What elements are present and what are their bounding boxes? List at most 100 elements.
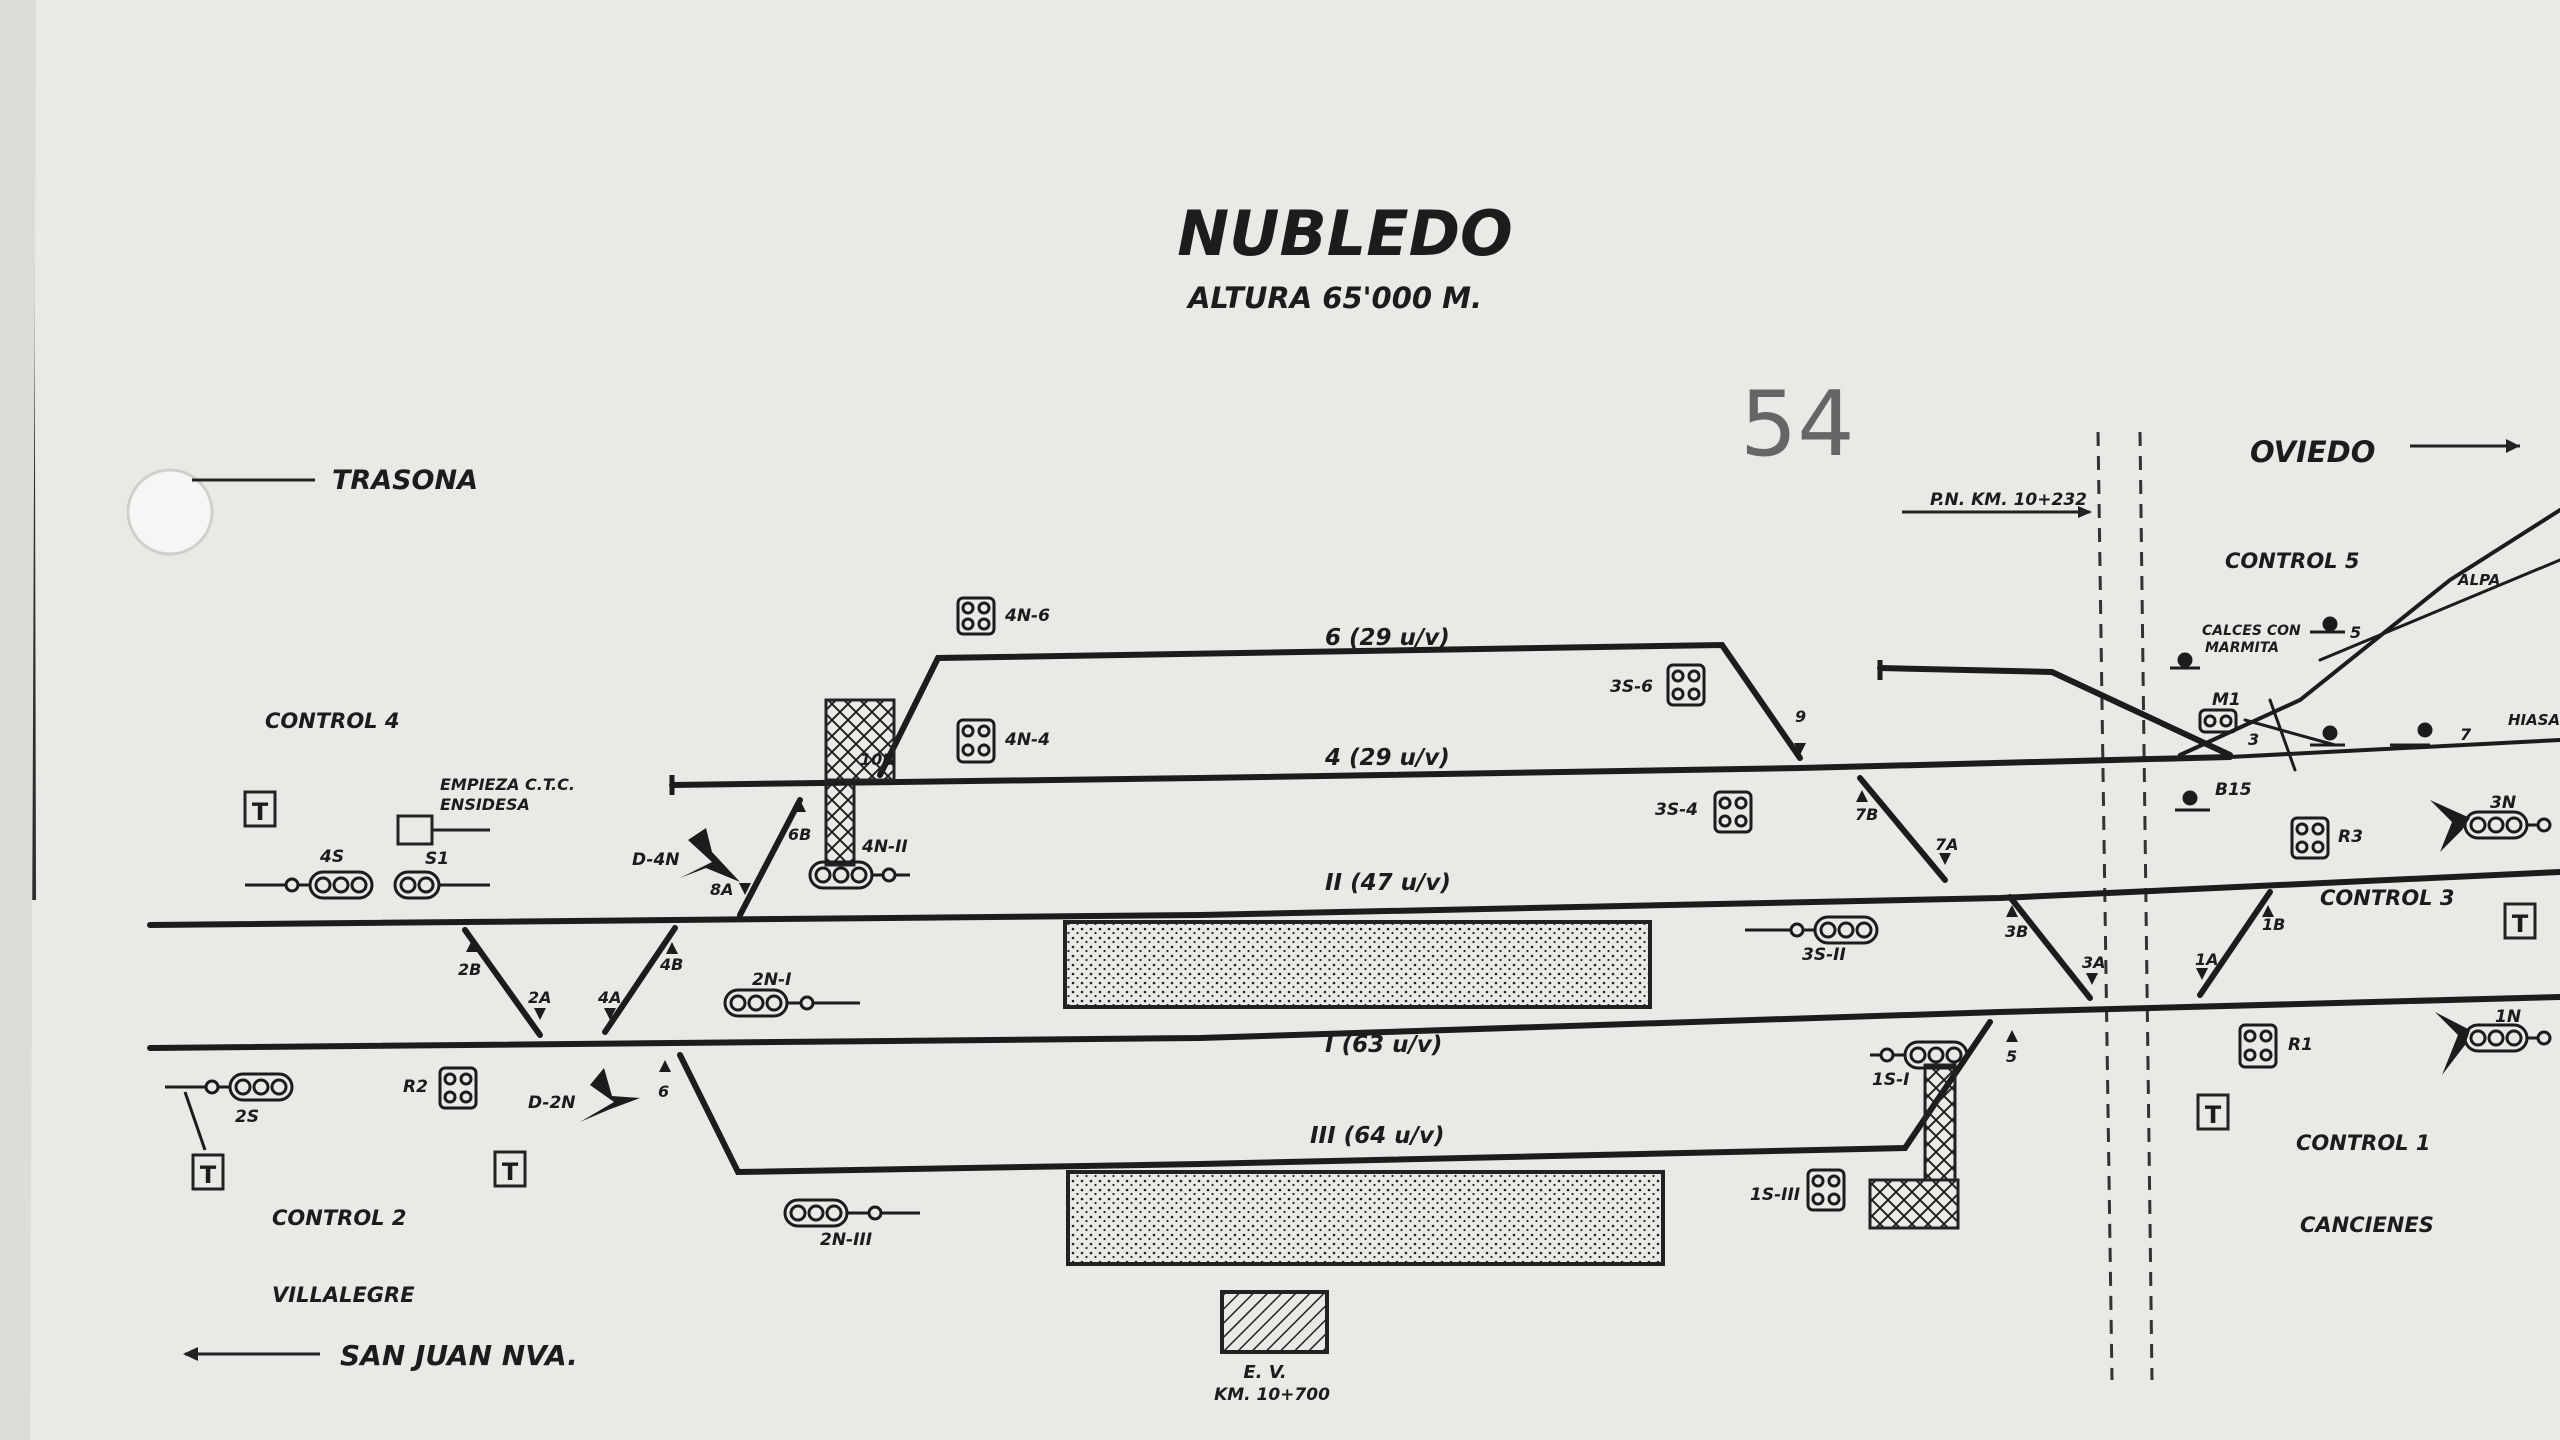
station-building [1220,1290,1329,1354]
place-oviedo: OVIEDO [2250,435,2375,469]
svg-text:9: 9 [1795,707,1806,726]
svg-text:1A: 1A [2195,950,2219,969]
svg-text:S1: S1 [425,849,449,869]
place-hiasa: HIASA [2508,711,2560,729]
svg-text:2B: 2B [458,960,481,979]
svg-text:4N-4: 4N-4 [1004,730,1050,750]
svg-text:B15: B15 [2215,780,2252,800]
svg-text:2N-III: 2N-III [820,1230,872,1250]
track-main-II [147,869,2560,928]
svg-text:M1: M1 [2212,690,2241,710]
svg-text:7A: 7A [1935,835,1959,854]
signal-blocks [438,596,2330,1212]
svg-text:1B: 1B [2262,915,2285,934]
handwritten-mark: 54 [1740,372,1855,477]
svg-text:10B: 10B [860,750,894,769]
svg-text:2A: 2A [528,988,552,1007]
svg-text:D-4N: D-4N [632,850,680,870]
place-trasona: TRASONA [332,465,478,496]
svg-text:7: 7 [2460,725,2472,744]
control-3-label: CONTROL 3 [2320,886,2455,910]
svg-text:8A: 8A [710,880,734,899]
svg-text:7B: 7B [1855,805,1878,824]
track-main-I [147,994,2560,1051]
track-label-II: II (47 u/v) [1325,870,1451,896]
svg-text:3S-II: 3S-II [1802,945,1846,965]
svg-text:3: 3 [2248,730,2259,749]
track-label-6: 6 (29 u/v) [1325,625,1450,651]
switch-labels: 10B 6B 8A 2B 2A 4A 4B 6 9 7B 7A 3B 3A 5 … [458,623,2472,1101]
switch-markers [466,743,2274,1072]
note-calces-2: MARMITA [2205,640,2279,656]
crossover-3 [2007,894,2093,1001]
siding-stub [1877,665,2233,758]
svg-text:T: T [2205,1101,2222,1129]
diagram-subtitle: ALTURA 65'000 M. [1186,281,1482,315]
svg-text:R2: R2 [403,1077,428,1097]
gantry-west [824,698,896,782]
svg-text:4B: 4B [659,955,683,974]
control-2-label: CONTROL 2 [272,1206,407,1230]
svg-text:2N-I: 2N-I [752,970,791,990]
svg-text:3A: 3A [2082,953,2106,972]
place-cancienes: CANCIENES [2300,1213,2434,1237]
crossover-7 [1857,775,1948,883]
svg-text:3S-4: 3S-4 [1655,800,1698,820]
control-5-label: CONTROL 5 [2225,549,2360,573]
svg-text:4N-6: 4N-6 [1004,606,1050,626]
svg-text:6: 6 [658,1082,669,1101]
diagram-title: NUBLEDO [1177,197,1513,270]
svg-text:4N-II: 4N-II [861,837,908,857]
svg-text:R1: R1 [2288,1035,2313,1055]
svg-text:1S-I: 1S-I [1872,1070,1909,1090]
svg-text:T: T [502,1158,519,1186]
svg-text:4S: 4S [319,847,344,867]
control-1-label: CONTROL 1 [2296,1131,2431,1155]
platform-upper [1063,920,1652,1009]
punch-hole [126,468,214,556]
svg-text:3S-6: 3S-6 [1610,677,1653,697]
svg-text:3N: 3N [2490,793,2516,813]
signal-labels: 4N-6 4N-4 4N-II 2N-I 2N-III 4S S1 2S R2 … [235,606,2521,1250]
branch-hiasa [2228,738,2560,759]
station-label: E. V. [1243,1362,1286,1383]
svg-text:R3: R3 [2338,827,2363,847]
paper-under-sheet [0,0,36,1440]
ground-signals [669,616,2433,812]
crossover-1 [2197,889,2273,998]
crossover-2 [462,927,543,1038]
svg-text:D-2N: D-2N [528,1093,576,1113]
track-4 [669,754,2233,788]
svg-text:1N: 1N [2495,1007,2521,1027]
station-km: KM. 10+700 [1214,1385,1330,1405]
place-alpa: ALPA [2457,571,2500,589]
branch-alpa [2178,508,2560,757]
svg-text:5: 5 [2006,1047,2017,1066]
platform-lower [1066,1170,1665,1266]
svg-text:5: 5 [2350,623,2361,642]
place-villalegre: VILLALEGRE [272,1283,415,1307]
note-empieza-2: ENSIDESA [440,795,530,814]
control-4-label: CONTROL 4 [265,709,400,733]
svg-text:T: T [252,798,269,826]
pn-label: P.N. KM. 10+232 [1930,490,2087,510]
svg-text:4A: 4A [597,988,622,1007]
svg-text:6B: 6B [788,825,811,844]
place-san-juan: SAN JUAN NVA. [340,1339,578,1372]
tri-blade-signals [580,800,2470,1122]
note-calces-1: CALCES CON [2202,623,2301,639]
t-markers: T T T T T [191,790,2537,1191]
gantry-east [1868,1178,1960,1230]
svg-text:3B: 3B [2005,922,2028,941]
note-empieza-1: EMPIEZA C.T.C. [440,775,575,794]
svg-text:2S: 2S [235,1107,259,1127]
track-6 [877,641,1803,778]
track-label-III: III (64 u/v) [1310,1123,1445,1149]
track-label-4: 4 (29 u/v) [1324,745,1450,771]
svg-text:1S-III: 1S-III [1750,1185,1800,1205]
crossover-4 [602,925,678,1035]
crossover-6b [737,797,803,918]
track-label-I: I (63 u/v) [1325,1032,1442,1058]
